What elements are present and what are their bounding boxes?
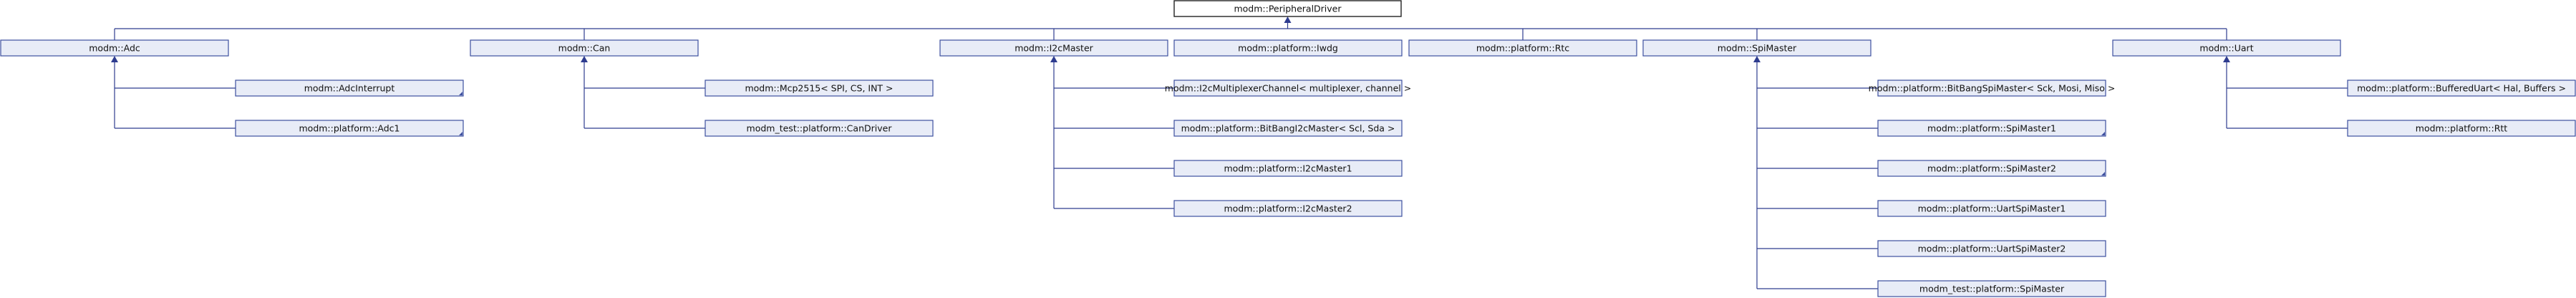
inheritance-arrow-icon [111, 56, 118, 62]
node-label: modm::platform::BufferedUart< Hal, Buffe… [2357, 83, 2566, 94]
folded-corner-icon [2101, 132, 2105, 135]
class-node-modm-uart[interactable]: modm::Uart [2112, 39, 2341, 57]
node-box [1877, 200, 2106, 217]
node-label: modm_test::platform::SpiMaster [1919, 284, 2065, 294]
node-box [235, 120, 464, 137]
class-node-modm-platform-bitbangspimaster-sck-mosi-miso[interactable]: modm::platform::BitBangSpiMaster< Sck, M… [1869, 80, 2116, 97]
node-box [1877, 240, 2106, 257]
node-box [2347, 120, 2576, 137]
node-label: modm::platform::I2cMaster2 [1224, 203, 1352, 214]
class-node-modm-platform-rtt[interactable]: modm::platform::Rtt [2347, 120, 2576, 137]
class-node-modm-platform-adc1[interactable]: modm::platform::Adc1 [235, 120, 464, 137]
node-label: modm_test::platform::CanDriver [747, 123, 893, 134]
node-label: modm::SpiMaster [1718, 43, 1797, 54]
class-node-modm-platform-i2cmaster1[interactable]: modm::platform::I2cMaster1 [1173, 160, 1403, 177]
inheritance-arrow-icon [1753, 56, 1761, 62]
node-label: modm::I2cMultiplexerChannel< multiplexer… [1165, 83, 1411, 94]
inheritance-arrow-icon [2223, 56, 2230, 62]
node-box [1173, 39, 1403, 57]
node-label: modm::PeripheralDriver [1234, 4, 1342, 14]
class-node-modm-i2cmaster[interactable]: modm::I2cMaster [939, 39, 1168, 57]
class-node-modm-test-platform-spimaster[interactable]: modm_test::platform::SpiMaster [1877, 280, 2106, 297]
node-label: modm::Mcp2515< SPI, CS, INT > [745, 83, 893, 94]
node-box [1877, 120, 2106, 137]
class-node-modm-platform-rtc[interactable]: modm::platform::Rtc [1408, 39, 1637, 57]
class-node-modm-platform-uartspimaster2[interactable]: modm::platform::UartSpiMaster2 [1877, 240, 2106, 257]
inheritance-arrow-icon [1284, 16, 1292, 23]
class-node-modm-platform-i2cmaster2[interactable]: modm::platform::I2cMaster2 [1173, 200, 1403, 217]
class-node-modm-platform-buffereduart-hal-buffers[interactable]: modm::platform::BufferedUart< Hal, Buffe… [2347, 80, 2576, 97]
node-label: modm::platform::SpiMaster2 [1927, 163, 2056, 174]
class-node-modm-platform-bitbangi2cmaster-scl-sda[interactable]: modm::platform::BitBangI2cMaster< Scl, S… [1173, 120, 1403, 137]
class-node-modm-spimaster[interactable]: modm::SpiMaster [1642, 39, 1872, 57]
class-node-modm-platform-spimaster1[interactable]: modm::platform::SpiMaster1 [1877, 120, 2106, 137]
node-box [2347, 80, 2576, 97]
node-label: modm::Can [558, 43, 611, 54]
node-box [1173, 200, 1403, 217]
root-class-node: modm::PeripheralDriver [1173, 0, 1402, 17]
folded-corner-icon [459, 132, 463, 135]
folded-corner-icon [459, 92, 463, 95]
node-label: modm::I2cMaster [1015, 43, 1093, 54]
inheritance-arrow-icon [1050, 56, 1057, 62]
node-label: modm::platform::I2cMaster1 [1224, 163, 1352, 174]
node-label: modm::platform::Rtc [1476, 43, 1569, 54]
node-label: modm::Uart [2199, 43, 2253, 54]
node-label: modm::platform::Adc1 [299, 123, 400, 134]
class-node-modm-mcp2515-spi-cs-int[interactable]: modm::Mcp2515< SPI, CS, INT > [704, 80, 934, 97]
class-node-modm-platform-spimaster2[interactable]: modm::platform::SpiMaster2 [1877, 160, 2106, 177]
node-label: modm::platform::Rtt [2416, 123, 2507, 134]
class-node-modm-can[interactable]: modm::Can [470, 39, 699, 57]
inheritance-arrow-icon [581, 56, 588, 62]
node-label: modm::platform::SpiMaster1 [1927, 123, 2056, 134]
node-box [470, 39, 699, 57]
node-box [704, 120, 934, 137]
node-box [1877, 80, 2106, 97]
node-label: modm::platform::Iwdg [1238, 43, 1338, 54]
class-node-modm-test-platform-candriver[interactable]: modm_test::platform::CanDriver [704, 120, 934, 137]
node-box [1877, 280, 2106, 297]
node-box [939, 39, 1168, 57]
class-node-modm-adcinterrupt[interactable]: modm::AdcInterrupt [235, 80, 464, 97]
node-box [1642, 39, 1872, 57]
node-label: modm::platform::UartSpiMaster2 [1918, 244, 2066, 254]
class-node-modm-adc[interactable]: modm::Adc [0, 39, 229, 57]
node-box [1408, 39, 1637, 57]
class-node-modm-platform-uartspimaster1[interactable]: modm::platform::UartSpiMaster1 [1877, 200, 2106, 217]
node-label: modm::Adc [89, 43, 140, 54]
class-node-modm-platform-iwdg[interactable]: modm::platform::Iwdg [1173, 39, 1403, 57]
node-box [1173, 80, 1403, 97]
node-box [1173, 0, 1402, 17]
node-box [1877, 160, 2106, 177]
node-box [235, 80, 464, 97]
node-box [0, 39, 229, 57]
node-box [704, 80, 934, 97]
node-box [1173, 120, 1403, 137]
node-box [1173, 160, 1403, 177]
node-label: modm::platform::BitBangI2cMaster< Scl, S… [1181, 123, 1395, 134]
node-label: modm::platform::UartSpiMaster1 [1918, 203, 2066, 214]
folded-corner-icon [2101, 172, 2105, 176]
node-label: modm::AdcInterrupt [304, 83, 395, 94]
class-node-modm-i2cmultiplexerchannel-multiplexer-channel[interactable]: modm::I2cMultiplexerChannel< multiplexer… [1165, 80, 1411, 97]
node-label: modm::platform::BitBangSpiMaster< Sck, M… [1869, 83, 2116, 94]
node-box [2112, 39, 2341, 57]
